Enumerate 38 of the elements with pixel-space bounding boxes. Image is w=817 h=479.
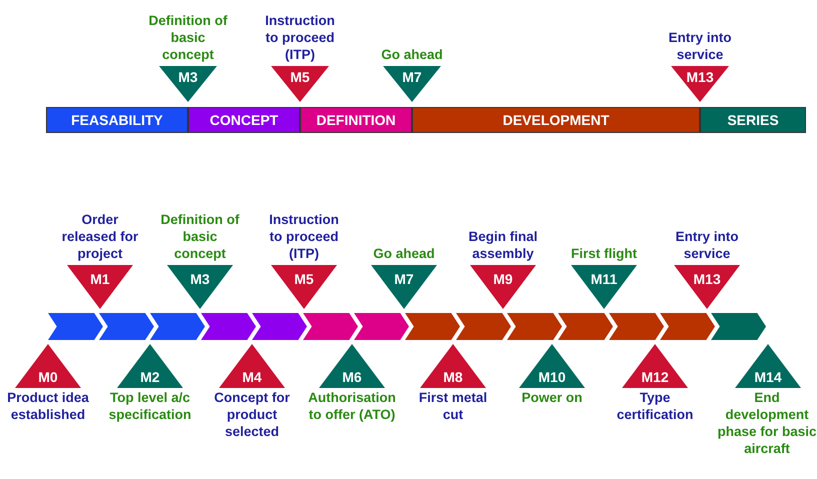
milestone-caption: Definition of basic concept	[148, 12, 228, 63]
milestone-caption: Definition of basic concept	[160, 211, 240, 262]
phase-bar: DEFINITION	[300, 107, 412, 133]
milestone-caption: Go ahead	[372, 245, 436, 262]
timeline-segment	[660, 313, 715, 340]
timeline-segment	[456, 313, 511, 340]
phase-bar: CONCEPT	[188, 107, 300, 133]
timeline-segment	[303, 313, 358, 340]
milestone-caption: Concept for product selected	[213, 389, 291, 440]
milestone-caption: Entry into service	[674, 228, 740, 262]
timeline-segment	[252, 313, 307, 340]
timeline-segment	[558, 313, 613, 340]
phase-bar: SERIES	[700, 107, 806, 133]
timeline-segment	[150, 313, 205, 340]
timeline-segment	[99, 313, 154, 340]
milestone-caption: First metal cut	[418, 389, 488, 423]
timeline-segment	[48, 313, 103, 340]
milestone-caption: Go ahead	[380, 46, 444, 63]
timeline-segment	[405, 313, 460, 340]
milestone-caption: Power on	[520, 389, 584, 406]
milestone-caption: Type certification	[616, 389, 694, 423]
timeline-segment	[711, 313, 766, 340]
milestone-caption: End development phase for basic aircraft	[717, 389, 817, 457]
milestone-caption: First flight	[570, 245, 638, 262]
milestone-caption: Instruction to proceed (ITP)	[268, 211, 340, 262]
timeline-segment	[354, 313, 409, 340]
milestone-caption: Order released for project	[60, 211, 140, 262]
timeline-segment	[507, 313, 562, 340]
milestone-caption: Top level a/c specification	[108, 389, 192, 423]
phase-bar: DEVELOPMENT	[412, 107, 700, 133]
milestone-caption: Begin final assembly	[467, 228, 538, 262]
milestone-caption: Authorisation to offer (ATO)	[307, 389, 397, 423]
milestone-caption: Entry into service	[668, 29, 732, 63]
milestone-caption: Instruction to proceed (ITP)	[264, 12, 336, 63]
timeline-segment	[201, 313, 256, 340]
milestone-caption: Product idea established	[6, 389, 90, 423]
phase-bar: FEASABILITY	[46, 107, 188, 133]
timeline-segment	[609, 313, 664, 340]
